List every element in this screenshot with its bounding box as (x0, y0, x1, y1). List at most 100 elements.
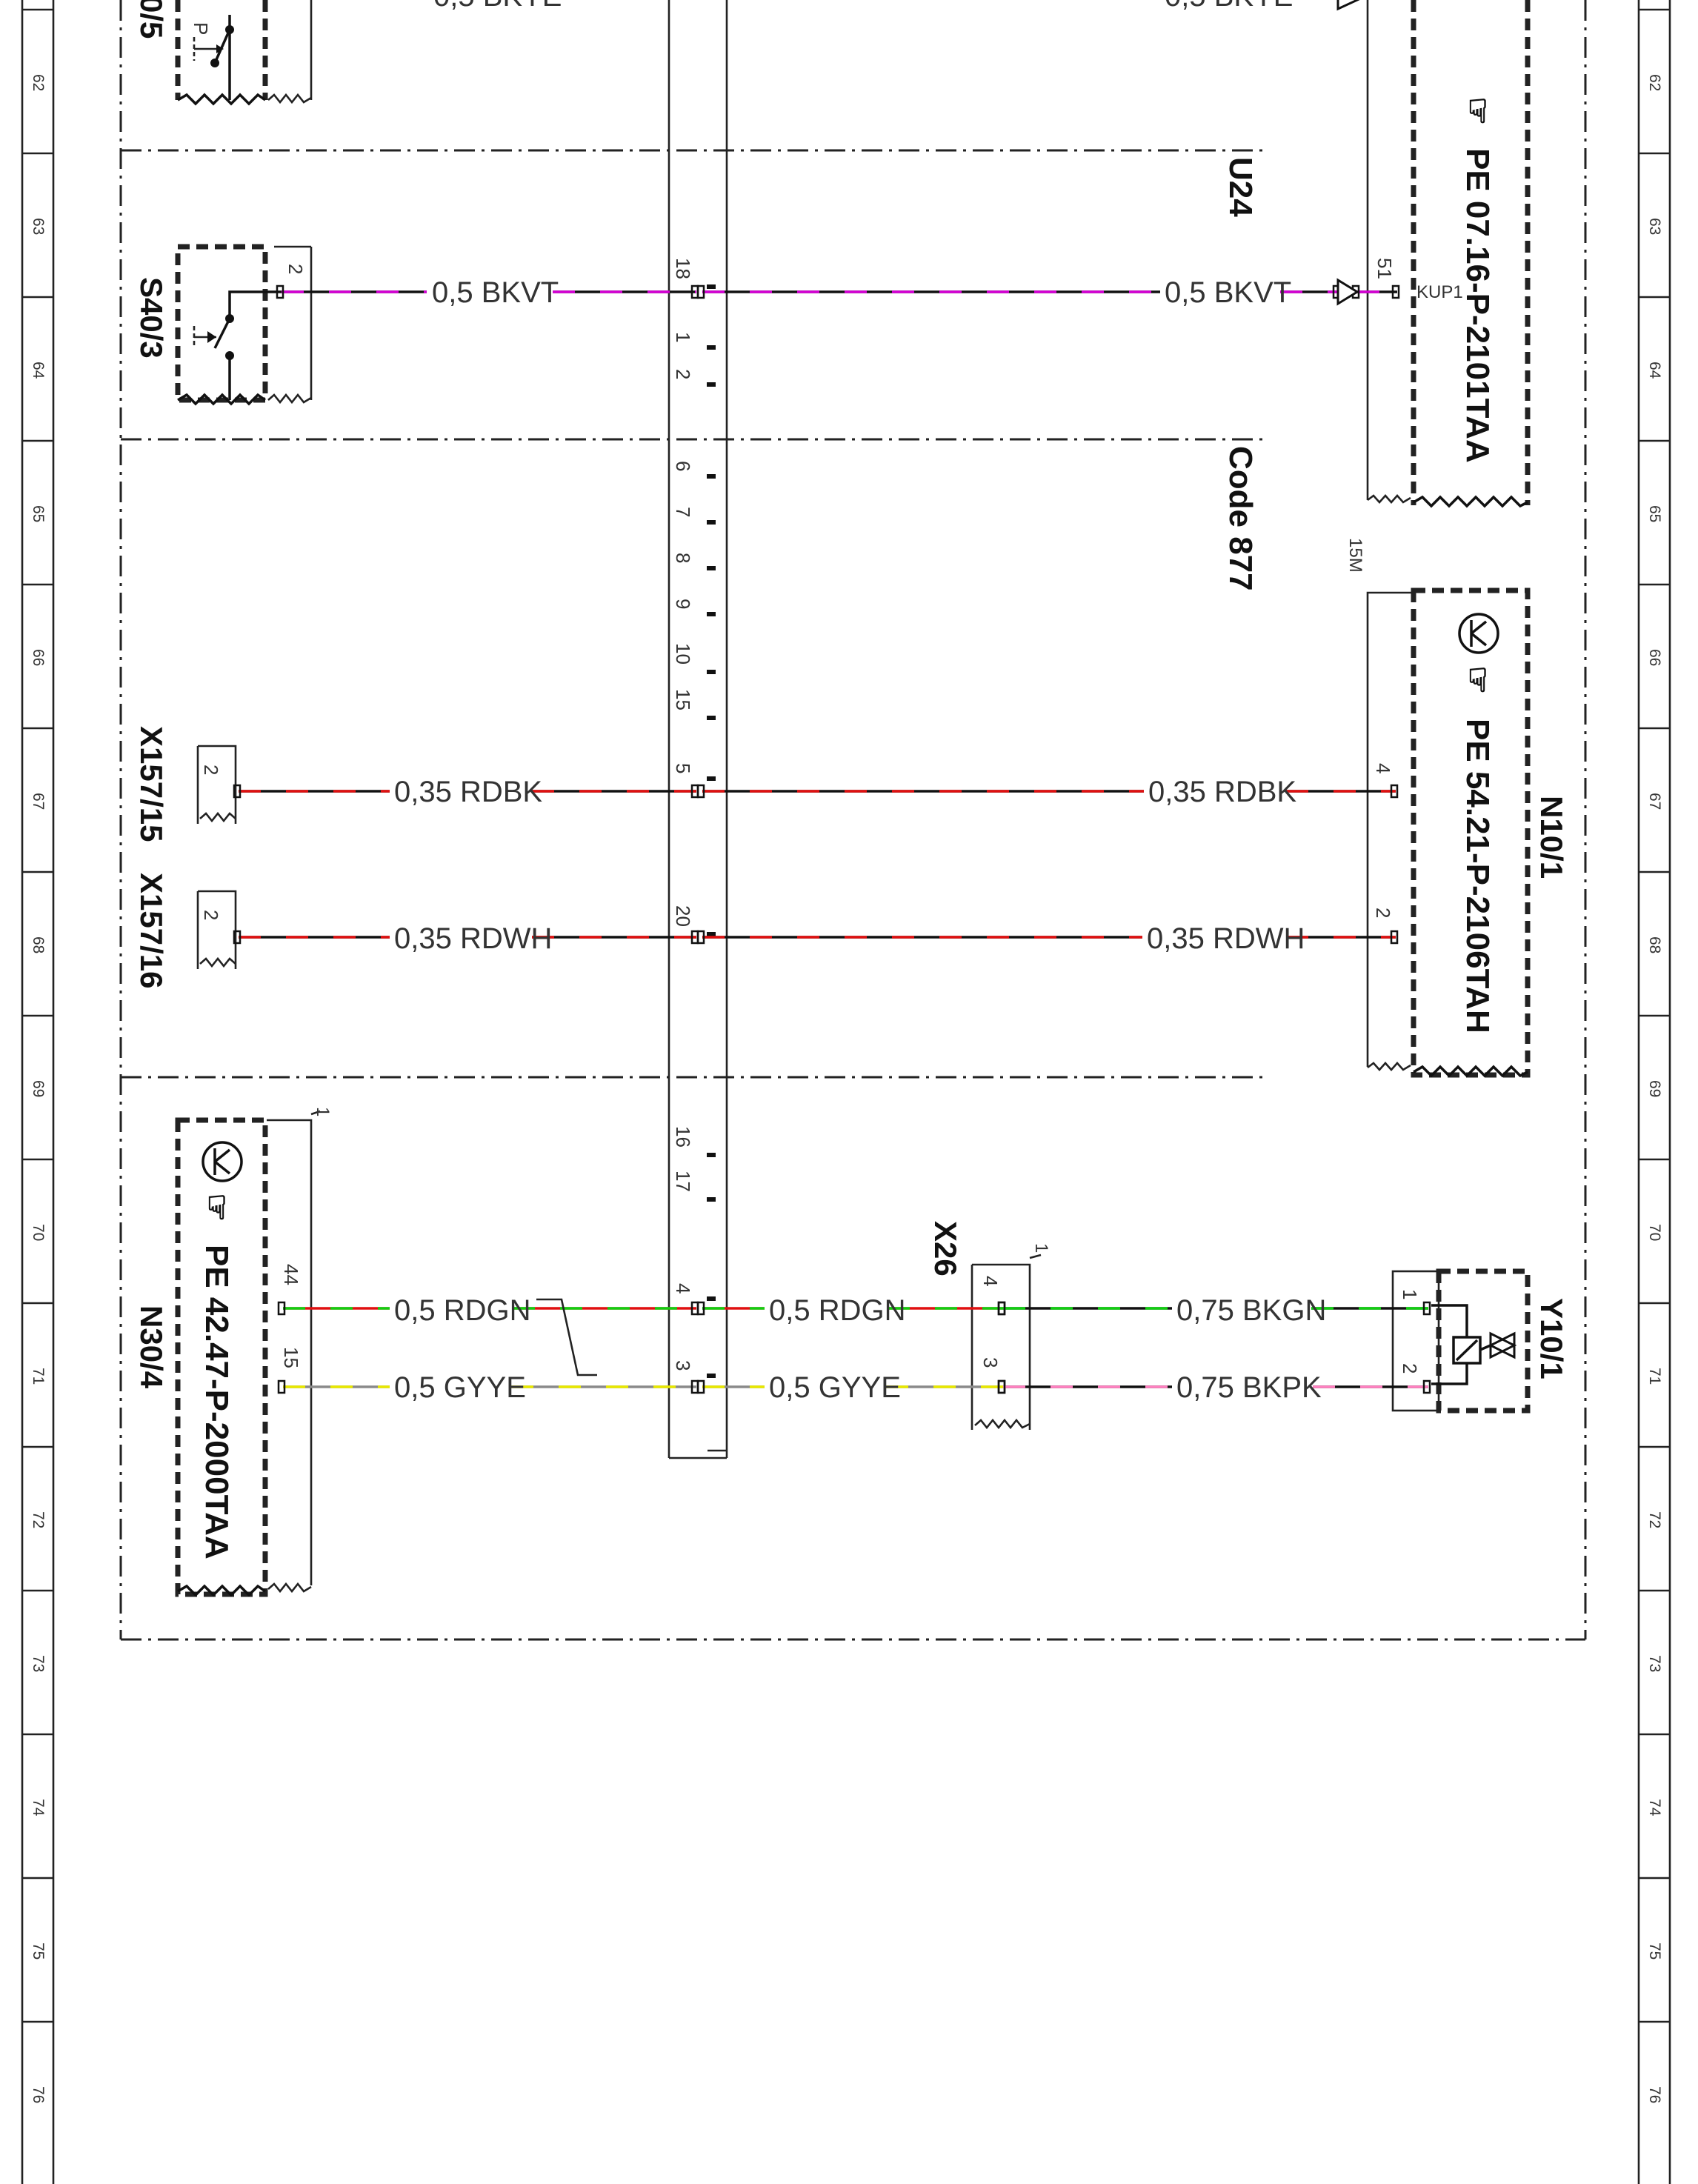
wire-label-gyye-mid: 0,5 GYYE (769, 1371, 901, 1404)
terminal-marker (696, 1301, 705, 1316)
grid-row-label: 63 (30, 218, 47, 235)
terminal-marker (276, 284, 284, 299)
terminal-marker (1390, 930, 1399, 945)
pin-marker (707, 284, 716, 289)
terminal-marker (233, 930, 242, 945)
grid-row-label: 71 (30, 1368, 47, 1385)
switch-s40-3: 2 S40/3 (134, 244, 313, 406)
y10-1-pin-2-label: 2 (1399, 1363, 1421, 1374)
connector-pin-label: 7 (672, 507, 694, 517)
twisted-pair-marker (536, 1298, 597, 1376)
s40-3-label: S40/3 (134, 277, 169, 359)
upper-module-reference: PE 07.16-P-2101TAA (1459, 148, 1496, 463)
valve-y10-1: Y10/1 1 2 (1391, 1268, 1569, 1414)
connector-pin-label: 15 (672, 689, 694, 710)
connector-pin-label: 9 (672, 599, 694, 609)
pin-marker (707, 612, 716, 616)
n10-1-reference: PE 54.21-P-2106TAH (1459, 719, 1496, 1033)
n10-1-pin-2-label: 2 (1372, 908, 1394, 918)
grid-row-label: 62 (30, 74, 47, 91)
n30-4-pin-44-label: 44 (280, 1264, 302, 1285)
wire-label-rdgn-left: 0,5 RDGN (394, 1294, 531, 1327)
n30-4-pin-15-label: 15 (280, 1347, 302, 1368)
wire-label-bkgn: 0,75 BKGN (1176, 1294, 1326, 1327)
pin-marker (707, 1153, 716, 1157)
grid-row-label: 71 (1646, 1368, 1663, 1385)
grid-row-label: 62 (1646, 74, 1663, 91)
y10-1-label: Y10/1 (1534, 1298, 1569, 1379)
grid-row-label: 76 (30, 2086, 47, 2103)
connector-pin-label: 10 (672, 643, 694, 665)
wire-label-top-left: 0,5 BKYE (433, 0, 562, 13)
grid-row-label: 73 (30, 1655, 47, 1672)
grid-row-label: 67 (30, 793, 47, 810)
upper-module-terminal-label: KUP1 (1416, 282, 1463, 302)
connector-pin-label: 18 (672, 258, 694, 279)
wire-label-bkvt-right: 0,5 BKVT (1165, 276, 1291, 309)
terminal-marker (1422, 1379, 1431, 1394)
x157-15-pin-label: 2 (200, 765, 222, 775)
n30-4-reference: PE 42.47-P-2000TAA (199, 1245, 235, 1559)
grid-row-label: 74 (1646, 1799, 1663, 1817)
pin-marker (707, 474, 716, 479)
grid-row-label: 69 (30, 1080, 47, 1097)
terminal-marker (696, 930, 705, 945)
upper-module-pin-label: 51 (1374, 258, 1396, 279)
pin-marker (707, 520, 716, 525)
module-n10-1: 15M ☞ PE 54.21-P-2106TAH N10/1 4 2 (1345, 538, 1569, 1078)
n10-1-label: N10/1 (1534, 796, 1569, 879)
pin-marker (707, 1296, 716, 1301)
grid-row-label: 69 (1646, 1080, 1663, 1097)
grid-row-label: 63 (1646, 218, 1663, 235)
wire-label-bkvt-left: 0,5 BKVT (432, 276, 559, 309)
terminal-marker (1391, 284, 1400, 299)
pin-marker (707, 776, 716, 781)
terminal-marker (997, 1379, 1006, 1394)
connector-pin-label: 8 (672, 553, 694, 563)
connector-x157-16: 2 X157/16 (134, 873, 237, 988)
s40-5-label: 0/5 (134, 0, 169, 39)
terminal-marker (233, 784, 242, 799)
wire-label-rdbk-left: 0,35 RDBK (394, 776, 542, 808)
connector-pin-label: 2 (672, 369, 694, 379)
connector-pin-label: 17 (672, 1171, 694, 1192)
grid-row-label: 64 (30, 362, 47, 379)
grid-row-label: 70 (30, 1224, 47, 1241)
terminal-marker (696, 284, 705, 299)
wire-label-rdgn-mid: 0,5 RDGN (769, 1294, 906, 1327)
x26-pin-4-label: 4 (979, 1276, 1002, 1286)
grid-row-label: 68 (30, 936, 47, 953)
n10-1-terminal-label: 15M (1345, 538, 1365, 573)
central-connector-block (667, 0, 728, 1459)
grid-row-label: 76 (1646, 2086, 1663, 2103)
wire-label-rdwh-left: 0,35 RDWH (394, 922, 552, 955)
grid-row-label: 72 (1646, 1511, 1663, 1528)
page-frame (21, 0, 1671, 2184)
x26-label: X26 (928, 1221, 963, 1276)
connector-pin-label: 20 (672, 905, 694, 927)
wire-label-bkpk: 0,75 BKPK (1176, 1371, 1322, 1404)
module-n30-4: 1 ☞ PE 42.47-P-2000TAA N30/4 44 15 (134, 1107, 333, 1597)
pin-marker (707, 345, 716, 350)
pin-marker (707, 670, 716, 674)
terminal-marker (277, 1379, 286, 1394)
terminal-marker (1422, 1301, 1431, 1316)
wire-labels: 0,5 BKYE 0,5 BKYE 0,5 BKVT 0,5 BKVT 0,35… (394, 0, 1326, 1404)
connector-x157-15: 2 X157/15 (134, 726, 237, 842)
connector-pin-label: 16 (672, 1126, 694, 1148)
arrow-markers (1336, 0, 1360, 306)
switch-s40-5: P 0/5 (134, 0, 313, 106)
wire-label-top-right: 0,5 BKYE (1165, 0, 1293, 13)
grid-row-label: 72 (30, 1511, 47, 1528)
grid-row-label: 70 (1646, 1224, 1663, 1241)
wire-runs (233, 284, 1431, 1394)
grid-row-label: 68 (1646, 936, 1663, 953)
section-borders (119, 0, 1587, 1641)
connector-x26: 1 X26 4 3 (928, 1221, 1051, 1430)
x157-16-pin-label: 2 (200, 910, 222, 920)
grid-row-label: 75 (1646, 1942, 1663, 1960)
pin-marker (707, 1374, 716, 1378)
